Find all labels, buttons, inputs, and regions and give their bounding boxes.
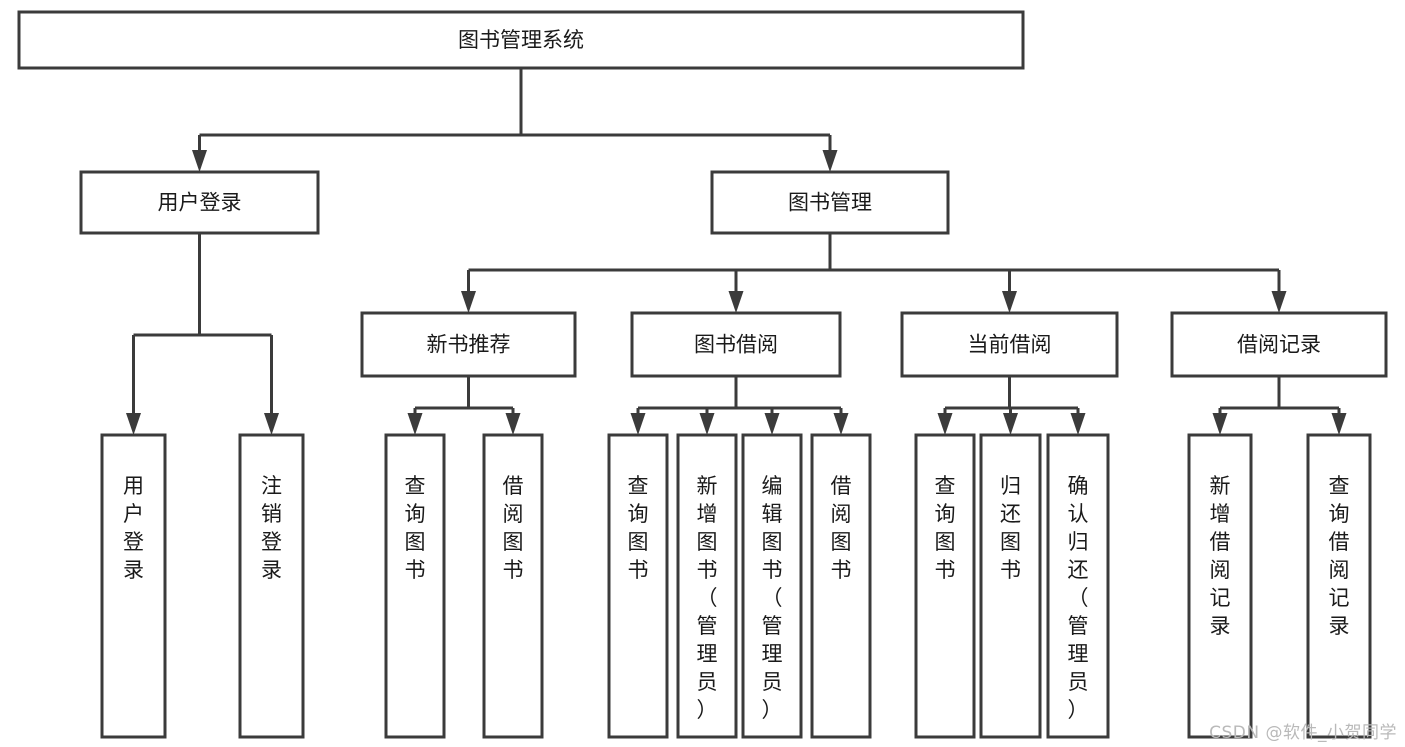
leaf-arrow-新书推荐-1-arrowhead: [505, 413, 521, 435]
level3-arrow-3-arrowhead: [1271, 291, 1287, 313]
leaf-label: 编辑图书（管理员）: [762, 474, 783, 722]
root-box[interactable]: [17, 10, 1025, 70]
leaf-arrow-图书借阅-2-arrowhead: [764, 413, 780, 435]
level2-box[interactable]: [710, 170, 950, 235]
leaf-label: 新增图书（管理员）: [697, 474, 718, 722]
leaf-arrow-借阅记录-1-arrowhead: [1331, 413, 1347, 435]
leaf-node[interactable]: 注销登录: [238, 433, 305, 739]
leaf-node[interactable]: 用户登录: [100, 433, 167, 739]
root-node[interactable]: 图书管理系统: [17, 10, 1025, 70]
leaf-node[interactable]: 借阅图书: [482, 433, 544, 739]
level3-label: 当前借阅: [968, 333, 1052, 357]
level3-box[interactable]: [900, 311, 1119, 378]
connector-layer: [126, 68, 1347, 435]
leaf-node[interactable]: 借阅图书: [810, 433, 872, 739]
level3-label: 图书借阅: [694, 333, 778, 357]
leaf-node[interactable]: 归还图书: [979, 433, 1042, 739]
leaf-label: 新增借阅记录: [1210, 474, 1231, 638]
leaf-arrow-用户登录-0-arrowhead: [126, 413, 141, 435]
level3-arrow-0-arrowhead: [461, 291, 476, 313]
level3-box[interactable]: [360, 311, 577, 378]
leaf-label: 归还图书: [1000, 474, 1021, 582]
leaf-arrow-新书推荐-0-arrowhead: [407, 413, 423, 435]
leaf-arrow-当前借阅-2-arrowhead: [1070, 413, 1086, 435]
leaf-label: 借阅图书: [503, 474, 524, 582]
leaf-label: 查询借阅记录: [1329, 474, 1350, 638]
leaf-arrow-借阅记录-0-arrowhead: [1212, 413, 1228, 435]
leaf-box[interactable]: [607, 433, 669, 739]
leaf-arrow-当前借阅-1-arrowhead: [1003, 413, 1018, 435]
level3-node[interactable]: 新书推荐: [360, 311, 577, 378]
leaf-label: 查询图书: [935, 474, 956, 582]
leaf-label: 用户登录: [123, 474, 144, 582]
level3-arrow-2-arrowhead: [1002, 291, 1017, 313]
leaf-box[interactable]: [1187, 433, 1253, 739]
leaf-box[interactable]: [676, 433, 738, 739]
level3-label: 借阅记录: [1237, 333, 1321, 357]
root-label: 图书管理系统: [458, 28, 584, 52]
level3-node[interactable]: 借阅记录: [1170, 311, 1388, 378]
leaf-box[interactable]: [1046, 433, 1110, 739]
leaf-label: 查询图书: [405, 474, 426, 582]
level3-arrow-1-arrowhead: [728, 291, 744, 313]
level3-label: 新书推荐: [427, 333, 511, 357]
level2-label: 用户登录: [158, 191, 242, 215]
level3-node[interactable]: 图书借阅: [630, 311, 842, 378]
leaf-box[interactable]: [741, 433, 803, 739]
leaf-box[interactable]: [100, 433, 167, 739]
node-layer: 图书管理系统用户登录图书管理新书推荐图书借阅当前借阅借阅记录用户登录注销登录查询…: [17, 10, 1388, 739]
leaf-arrow-图书借阅-1-arrowhead: [699, 413, 715, 435]
leaf-box[interactable]: [238, 433, 305, 739]
level2-node[interactable]: 用户登录: [79, 170, 320, 235]
leaf-box[interactable]: [482, 433, 544, 739]
leaf-arrow-图书借阅-3-arrowhead: [833, 413, 849, 435]
leaf-node[interactable]: 新增图书（管理员）: [676, 433, 738, 739]
level3-box[interactable]: [630, 311, 842, 378]
leaf-arrow-当前借阅-0-arrowhead: [937, 413, 953, 435]
leaf-label: 确认归还（管理员）: [1068, 474, 1089, 722]
leaf-node[interactable]: 查询借阅记录: [1306, 433, 1372, 739]
leaf-node[interactable]: 查询图书: [384, 433, 446, 739]
leaf-label: 查询图书: [628, 474, 649, 582]
leaf-arrow-用户登录-1-arrowhead: [264, 413, 279, 435]
leaf-arrow-图书借阅-0-arrowhead: [630, 413, 646, 435]
leaf-node[interactable]: 查询图书: [607, 433, 669, 739]
leaf-box[interactable]: [914, 433, 976, 739]
level2-arrow-1-arrowhead: [822, 150, 838, 172]
level2-arrow-0-arrowhead: [192, 150, 207, 172]
level3-node[interactable]: 当前借阅: [900, 311, 1119, 378]
leaf-box[interactable]: [979, 433, 1042, 739]
leaf-label: 注销登录: [261, 474, 282, 582]
leaf-label: 借阅图书: [831, 474, 852, 582]
leaf-box[interactable]: [810, 433, 872, 739]
leaf-node[interactable]: 编辑图书（管理员）: [741, 433, 803, 739]
level3-box[interactable]: [1170, 311, 1388, 378]
level2-node[interactable]: 图书管理: [710, 170, 950, 235]
leaf-node[interactable]: 确认归还（管理员）: [1046, 433, 1110, 739]
level2-box[interactable]: [79, 170, 320, 235]
level2-label: 图书管理: [788, 191, 872, 215]
leaf-box[interactable]: [1306, 433, 1372, 739]
leaf-box[interactable]: [384, 433, 446, 739]
leaf-node[interactable]: 新增借阅记录: [1187, 433, 1253, 739]
leaf-node[interactable]: 查询图书: [914, 433, 976, 739]
